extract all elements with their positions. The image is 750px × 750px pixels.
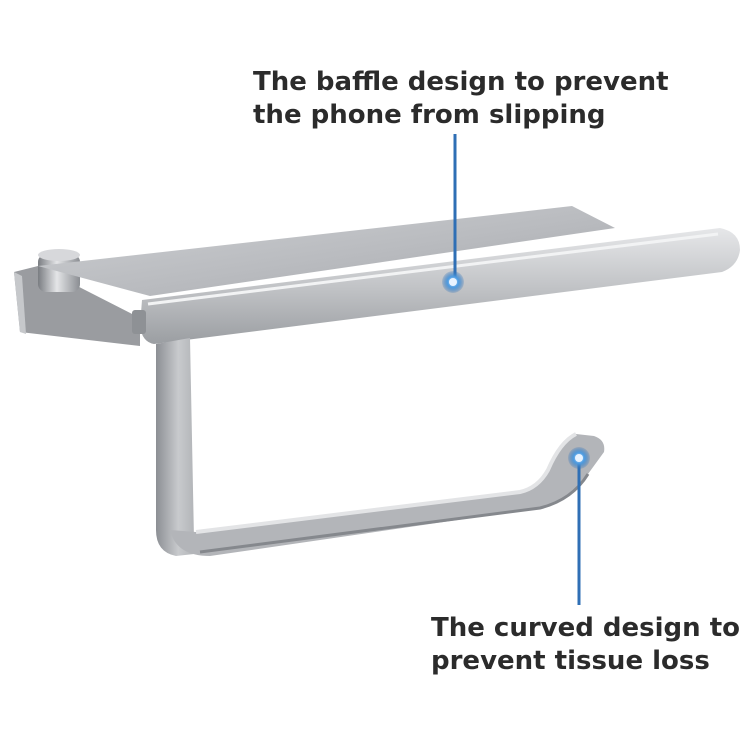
baffle-callout-line-1: The baffle design to prevent [253, 67, 669, 97]
curve-callout-line-1: The curved design to [431, 613, 741, 643]
baffle-callout: The baffle design to prevent the phone f… [253, 66, 669, 132]
curve-callout-line-2: prevent tissue loss [431, 646, 710, 676]
callout-leaders [453, 134, 581, 605]
curve-marker-dot-icon [568, 447, 590, 469]
baffle-marker-dot-icon [442, 271, 464, 293]
curve-callout: The curved design to prevent tissue loss [431, 612, 740, 678]
baffle-callout-line-2: the phone from slipping [253, 100, 606, 130]
phone-shelf [38, 206, 740, 344]
paper-holder-arm [156, 338, 605, 556]
